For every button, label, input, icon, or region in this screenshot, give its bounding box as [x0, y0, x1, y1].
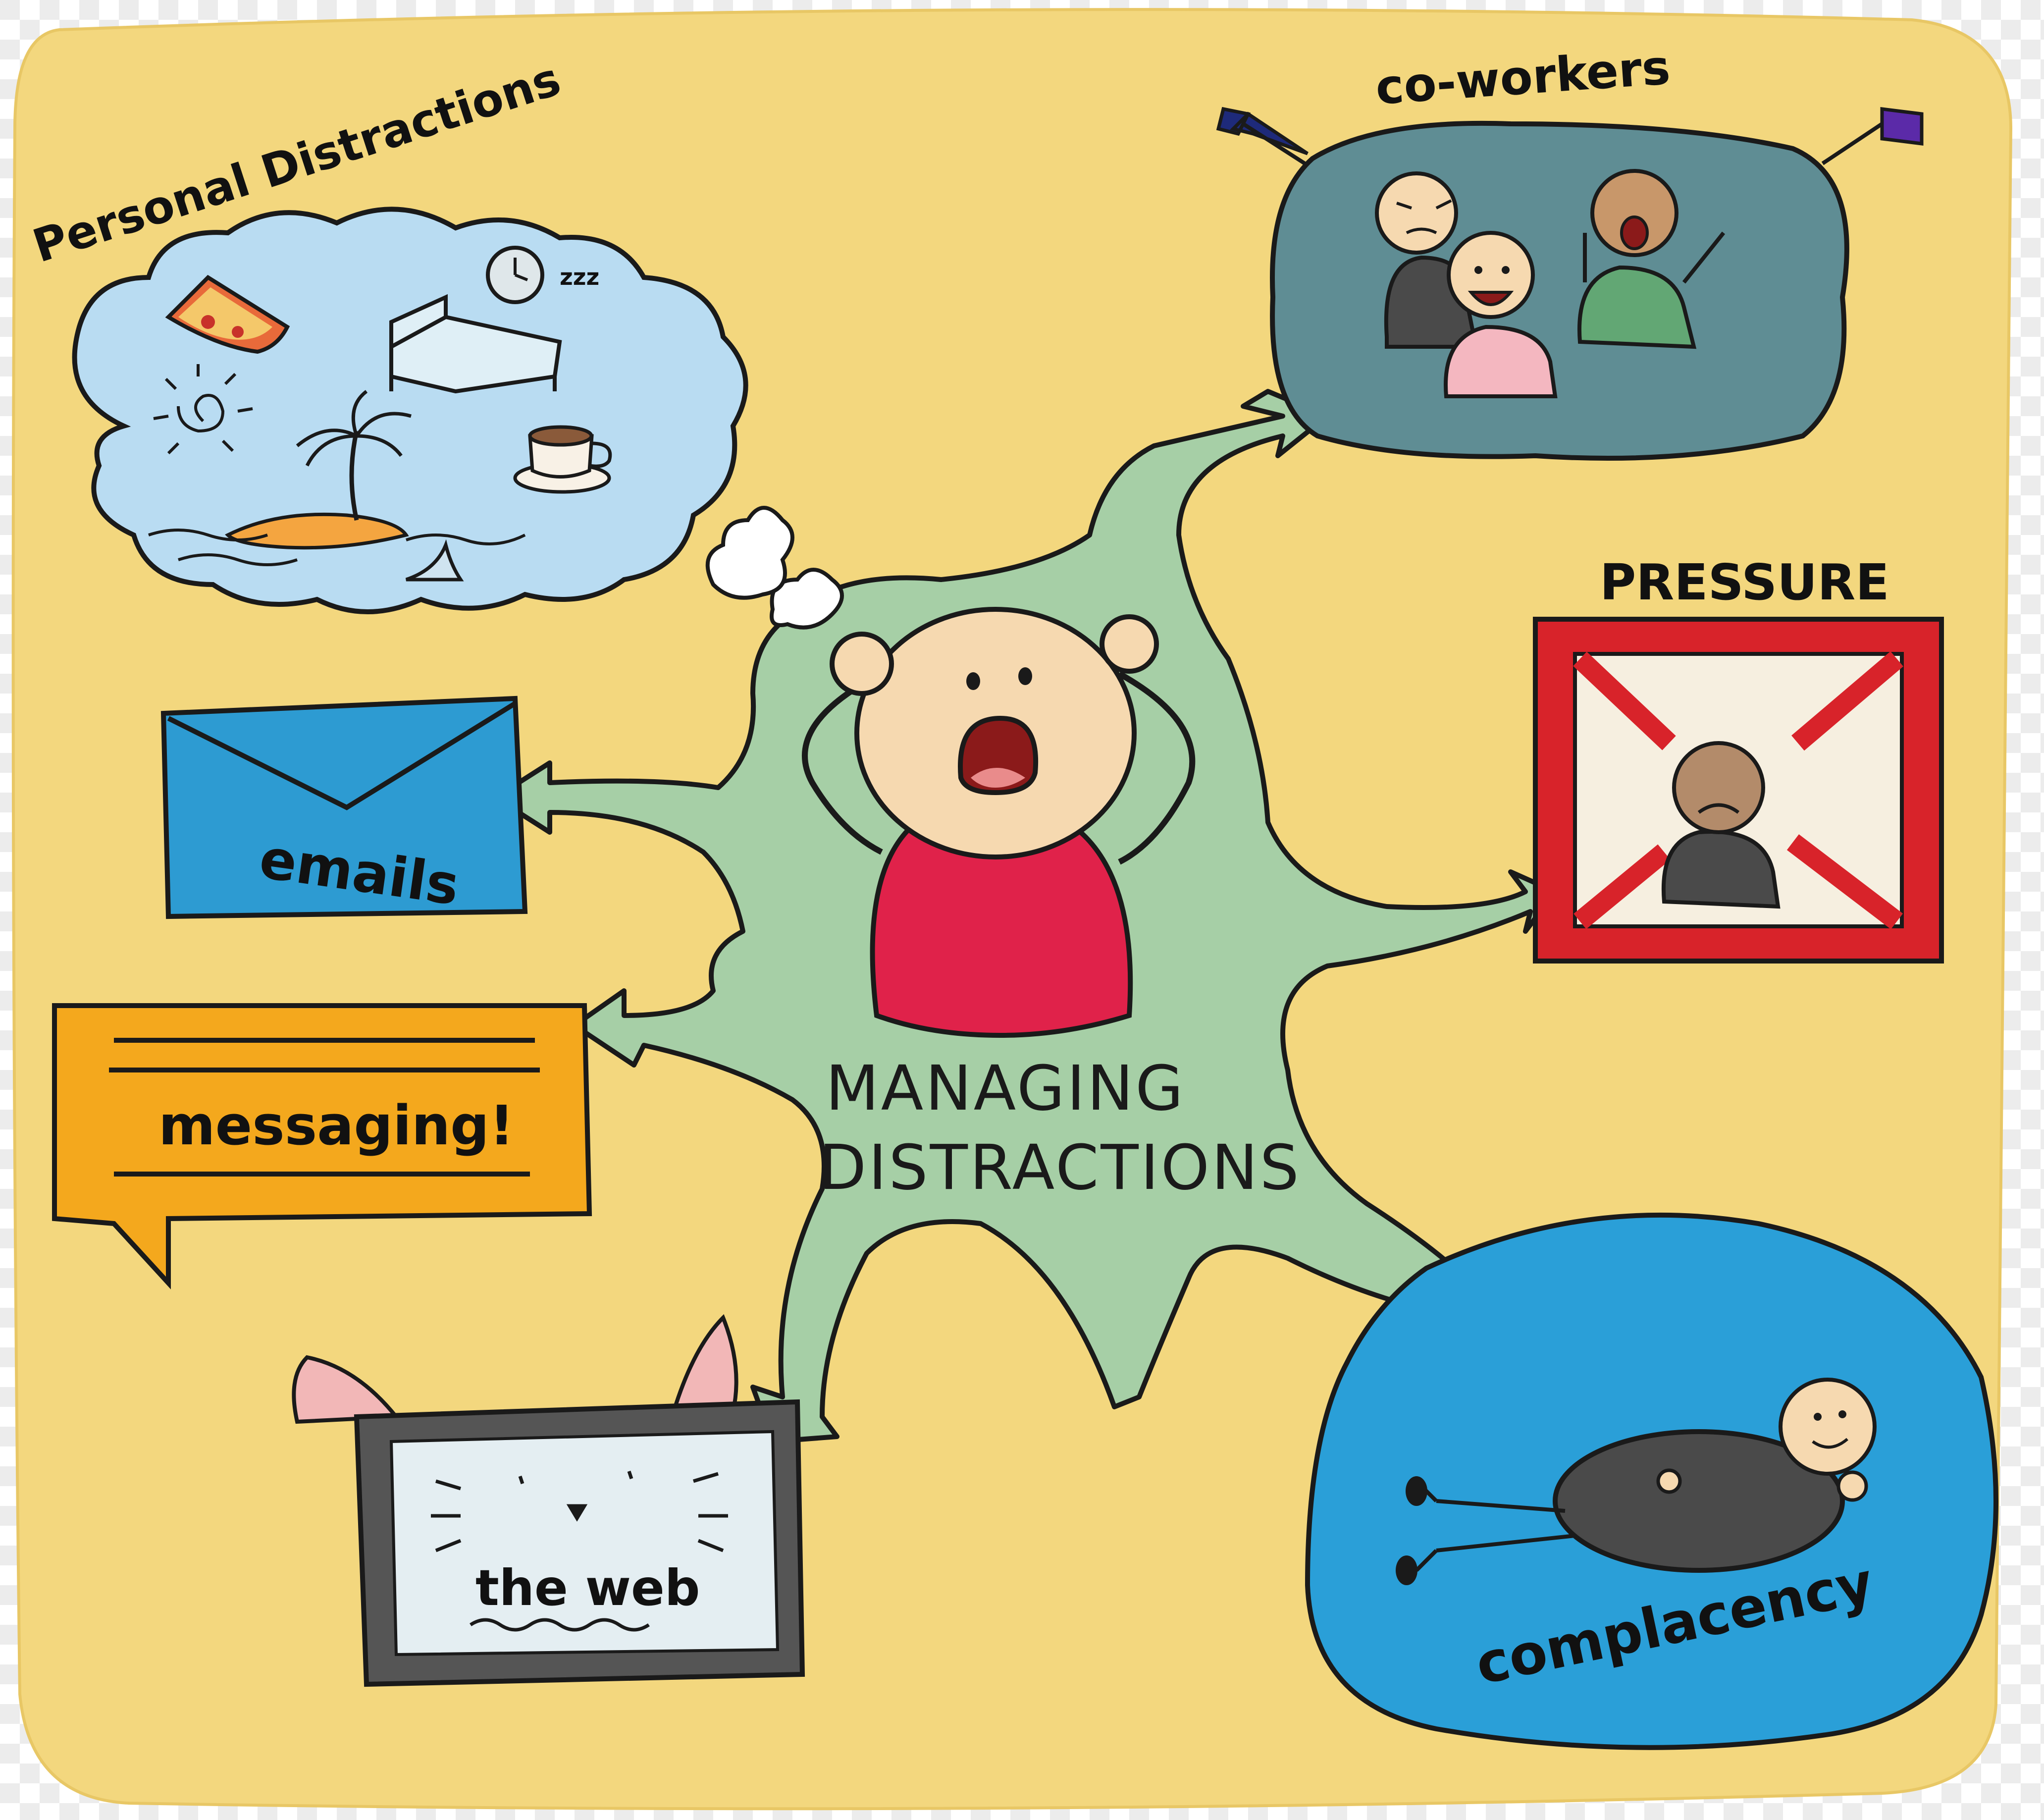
clock-icon [488, 248, 542, 302]
complacency-branch: complacency [1308, 1215, 1996, 1748]
character-left-hand [832, 634, 891, 694]
center-title-line2: DISTRACTIONS [819, 1132, 1301, 1204]
emails-branch: emails [163, 698, 525, 917]
flag-right-icon [1882, 109, 1922, 144]
pressure-label: PRESSURE [1600, 553, 1889, 611]
sleep-zzz-text: zzz [560, 264, 599, 290]
character-right-hand [1102, 617, 1156, 671]
center-title-line1: MANAGING [826, 1053, 1185, 1124]
web-label: the web [475, 1559, 700, 1617]
character-left-eye [966, 672, 980, 690]
character-right-eye [1018, 667, 1032, 685]
web-screen [391, 1432, 778, 1655]
coworkers-bubble [1272, 123, 1847, 458]
messaging-label: messaging! [158, 1094, 514, 1157]
